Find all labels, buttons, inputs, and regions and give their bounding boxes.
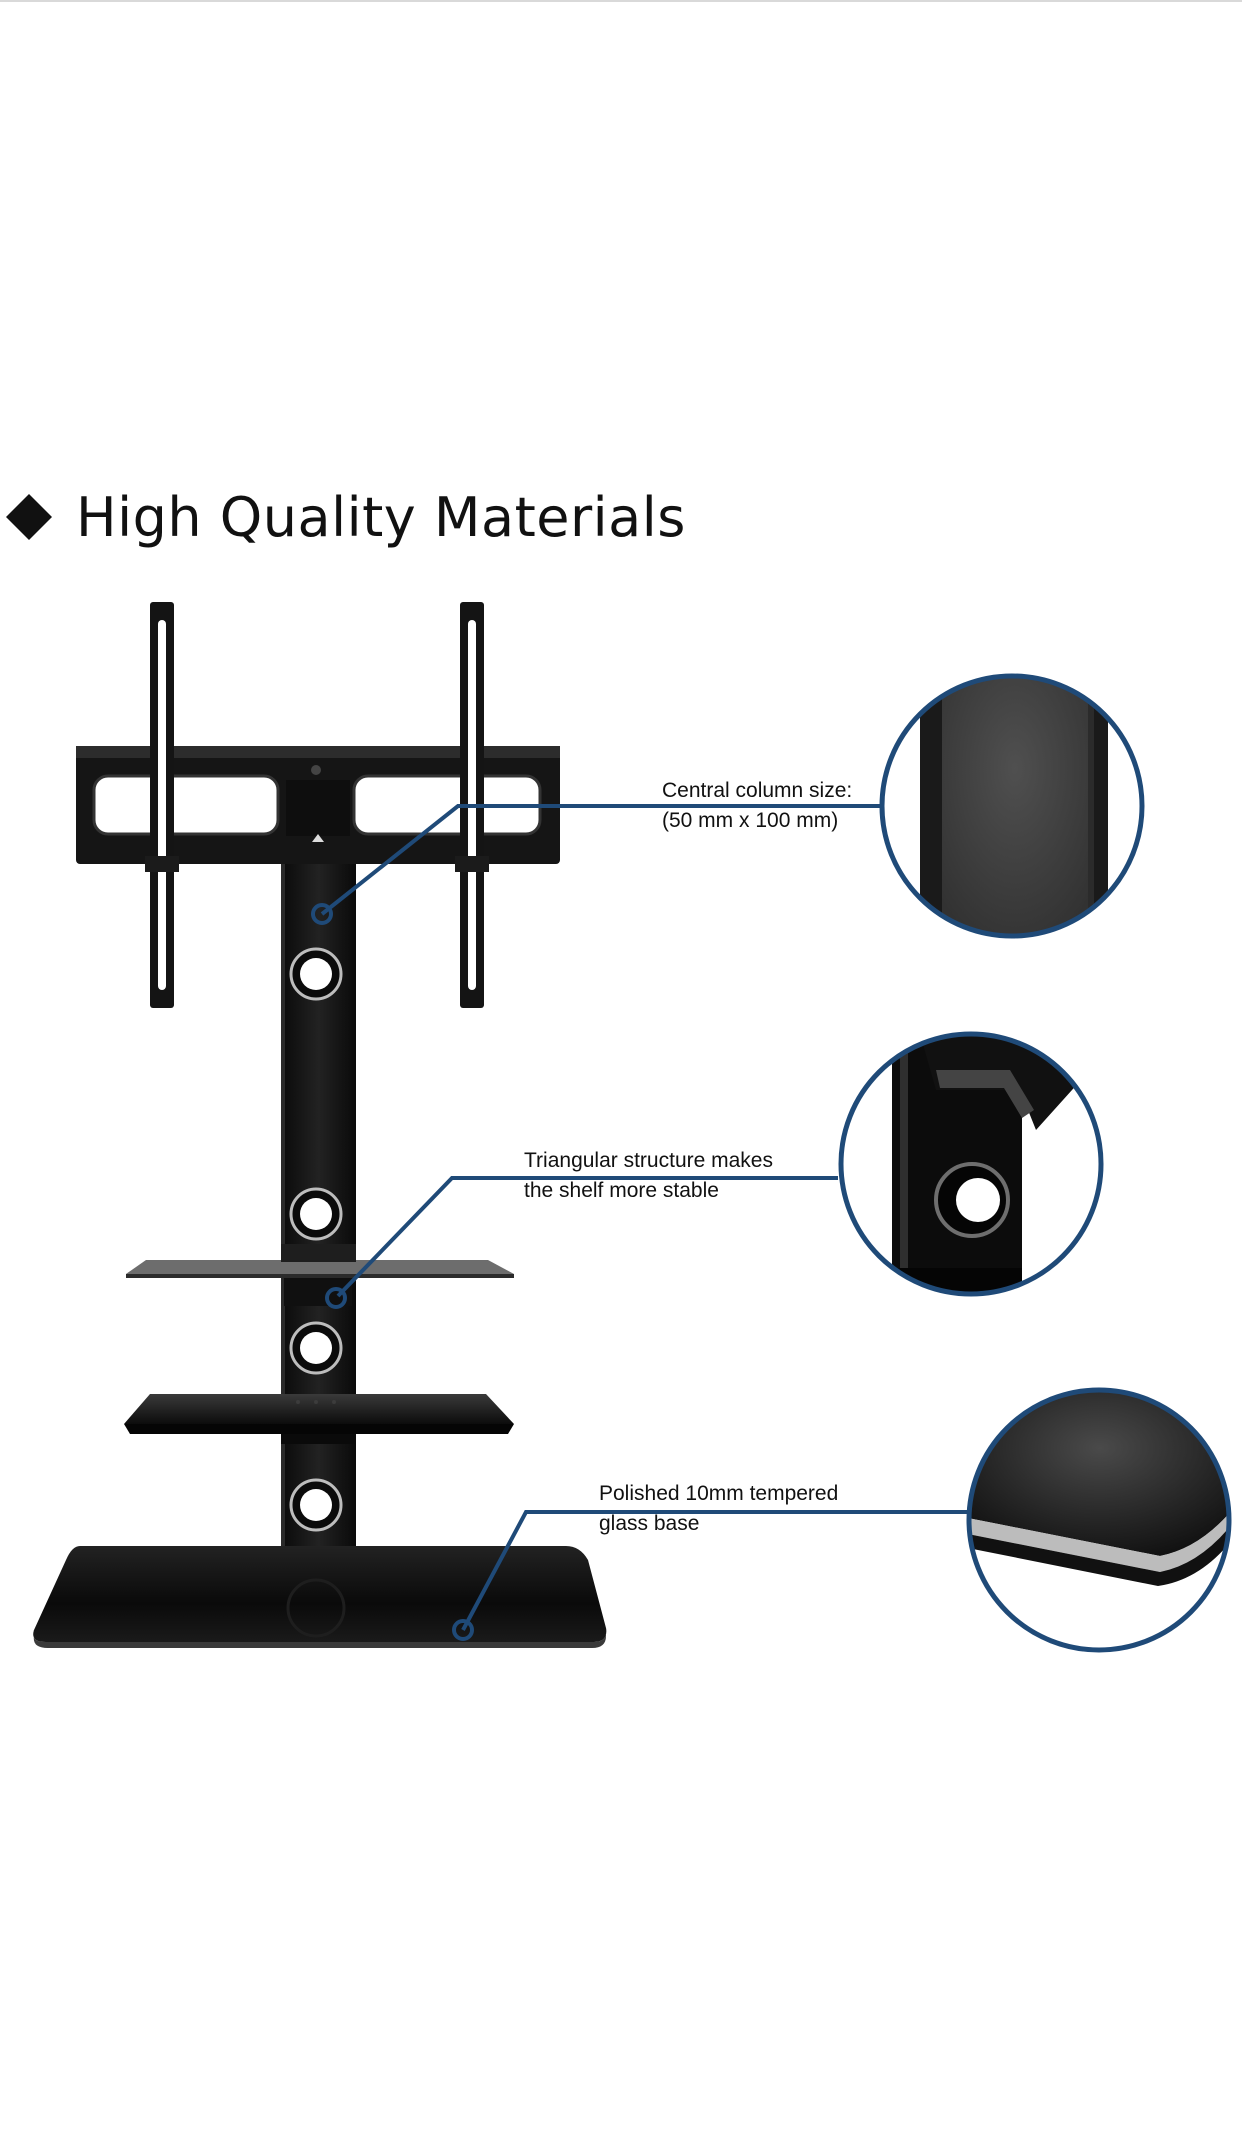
upper-glass-shelf: [126, 1244, 514, 1306]
zoom-circle-triangle: [843, 1036, 1099, 1292]
callout-line: glass base: [599, 1512, 700, 1535]
page-title: High Quality Materials: [76, 485, 686, 549]
callout-line: (50 mm x 100 mm): [662, 809, 839, 832]
diamond-icon: [6, 494, 52, 540]
callout-glass-base: Polished 10mm tempered glass base: [599, 1479, 838, 1539]
zoom-ring-glass: [966, 1387, 1232, 1653]
callout-line: Polished 10mm tempered: [599, 1482, 839, 1505]
section-heading: High Quality Materials: [4, 482, 686, 552]
zoom-ring-column: [879, 673, 1145, 939]
zoom-circle-glass: [971, 1392, 1227, 1648]
callout-central-column: Central column size: (50 mm x 100 mm): [662, 776, 852, 836]
top-divider: [0, 0, 1242, 2]
mounting-bracket: [76, 746, 560, 864]
callout-line: Central column size:: [662, 779, 853, 802]
leader-lines: [320, 804, 968, 1631]
glass-base: [33, 1546, 607, 1648]
zoom-circle-column: [884, 678, 1140, 934]
tv-stand: [33, 602, 607, 1648]
callout-line: Triangular structure makes: [524, 1149, 773, 1172]
middle-glass-shelf: [124, 1394, 514, 1444]
callout-triangular-structure: Triangular structure makes the shelf mor…: [524, 1146, 773, 1206]
leader-dots: [311, 903, 474, 1641]
callout-line: the shelf more stable: [524, 1179, 719, 1202]
zoom-ring-triangle: [838, 1031, 1104, 1297]
